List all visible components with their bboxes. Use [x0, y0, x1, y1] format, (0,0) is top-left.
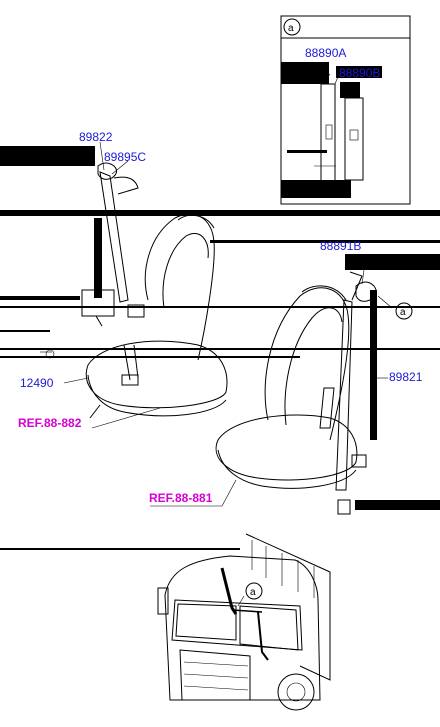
part-label-88890a: 88890A [305, 46, 346, 60]
ref-label-left: REF.88-882 [18, 416, 82, 430]
part-label-89822: 89822 [79, 130, 113, 144]
part-label-88890b: 88890B [339, 66, 380, 80]
left-seat-assembly [40, 141, 228, 429]
callout-inset-letter: a [288, 23, 294, 34]
callout-truck: a [245, 582, 263, 600]
callout-inset: a [283, 18, 301, 36]
part-label-89895c: 89895C [104, 150, 146, 164]
ref-label-right: REF.88-881 [149, 491, 213, 505]
part-label-12490: 12490 [20, 376, 54, 390]
right-seat-assembly [150, 255, 393, 515]
callout-truck-letter: a [250, 587, 256, 598]
detail-inset [280, 15, 411, 205]
truck-illustration [157, 533, 331, 711]
part-label-88891b: 88891B [320, 239, 361, 253]
part-label-89821: 89821 [389, 370, 423, 384]
callout-right: a [395, 302, 413, 320]
callout-right-letter: a [400, 307, 406, 318]
scan-bars [0, 146, 440, 550]
